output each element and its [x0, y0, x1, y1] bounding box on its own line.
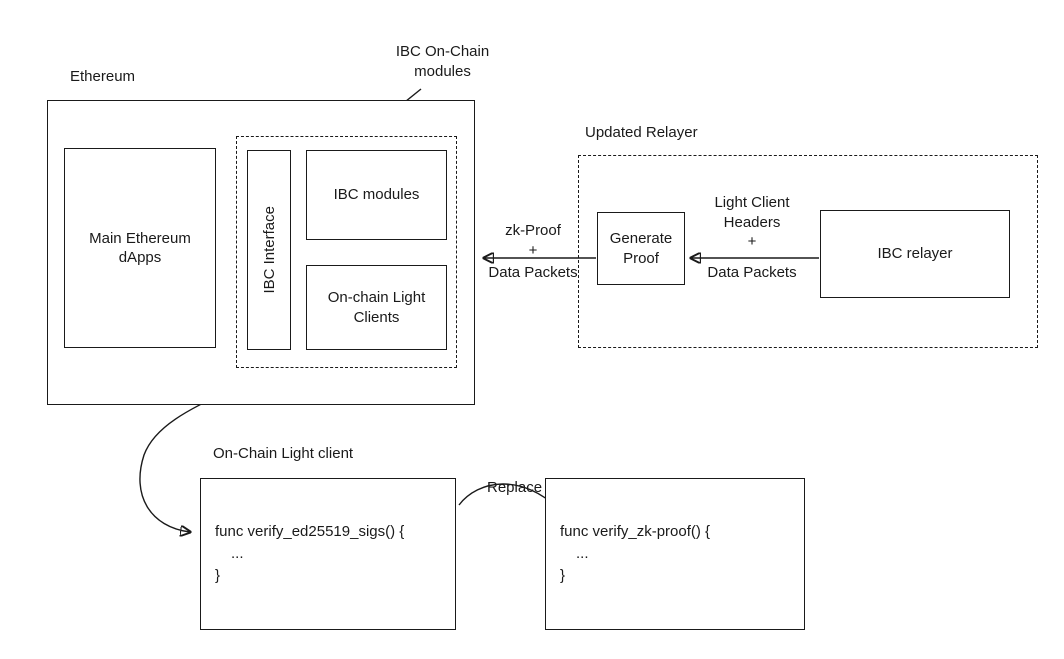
- onchain-light-client-section-label: On-Chain Light client: [213, 445, 354, 462]
- updated-relayer-dashed-box: [578, 155, 1038, 348]
- code-box1-text: func verify_ed25519_sigs() { ... }: [215, 521, 404, 586]
- zk-proof-edge-label: zk-Proof +: [487, 221, 579, 260]
- code-box1-line3: }: [215, 566, 221, 584]
- ibc-relayer-box: IBC relayer: [820, 210, 1010, 298]
- zk-proof-data-packets-label: Data Packets: [488, 264, 578, 281]
- ethereum-label: Ethereum: [70, 68, 136, 85]
- ibc-interface-box: IBC Interface: [247, 150, 291, 350]
- ibc-relayer-label: IBC relayer: [877, 245, 953, 263]
- replace-label: Replace: [487, 479, 543, 496]
- code-box2-line2: ...: [576, 544, 589, 562]
- code-box-verify-ed25519: func verify_ed25519_sigs() { ... }: [200, 478, 456, 630]
- ibc-onchain-modules-label: IBC On-Chain modules: [395, 43, 490, 80]
- zk-proof-line1: zk-Proof: [505, 222, 561, 239]
- code-box-verify-zk-proof: func verify_zk-proof() { ... }: [545, 478, 805, 630]
- code-box1-line1: func verify_ed25519_sigs() {: [215, 523, 405, 540]
- main-ethereum-dapps-label: Main Ethereum dApps: [89, 229, 191, 267]
- onchain-light-clients-box: On-chain Light Clients: [306, 265, 447, 350]
- code-box2-line1: func verify_zk-proof() {: [560, 523, 711, 540]
- lch-data-packets-label: Data Packets: [707, 264, 797, 281]
- lch-line2: Headers: [723, 213, 781, 231]
- ibc-modules-label: IBC modules: [333, 186, 420, 204]
- lch-line3: +: [747, 233, 757, 250]
- code-box1-line2: ...: [231, 544, 244, 562]
- ibc-interface-label: IBC Interface: [260, 206, 278, 294]
- main-ethereum-dapps-box: Main Ethereum dApps: [64, 148, 216, 348]
- code-box2-text: func verify_zk-proof() { ... }: [560, 521, 710, 586]
- ibc-modules-box: IBC modules: [306, 150, 447, 240]
- onchain-light-clients-label: On-chain Light Clients: [327, 289, 426, 326]
- code-box2-line3: }: [560, 566, 566, 584]
- generate-proof-box: Generate Proof: [597, 212, 685, 285]
- light-client-headers-edge-label: Light Client Headers +: [700, 193, 804, 252]
- lch-line1: Light Client: [714, 194, 790, 211]
- zk-proof-line2: +: [528, 241, 538, 259]
- ibc-onchain-modules-dashed-box: [236, 136, 457, 368]
- generate-proof-label: Generate Proof: [609, 230, 673, 267]
- updated-relayer-label: Updated Relayer: [585, 124, 698, 141]
